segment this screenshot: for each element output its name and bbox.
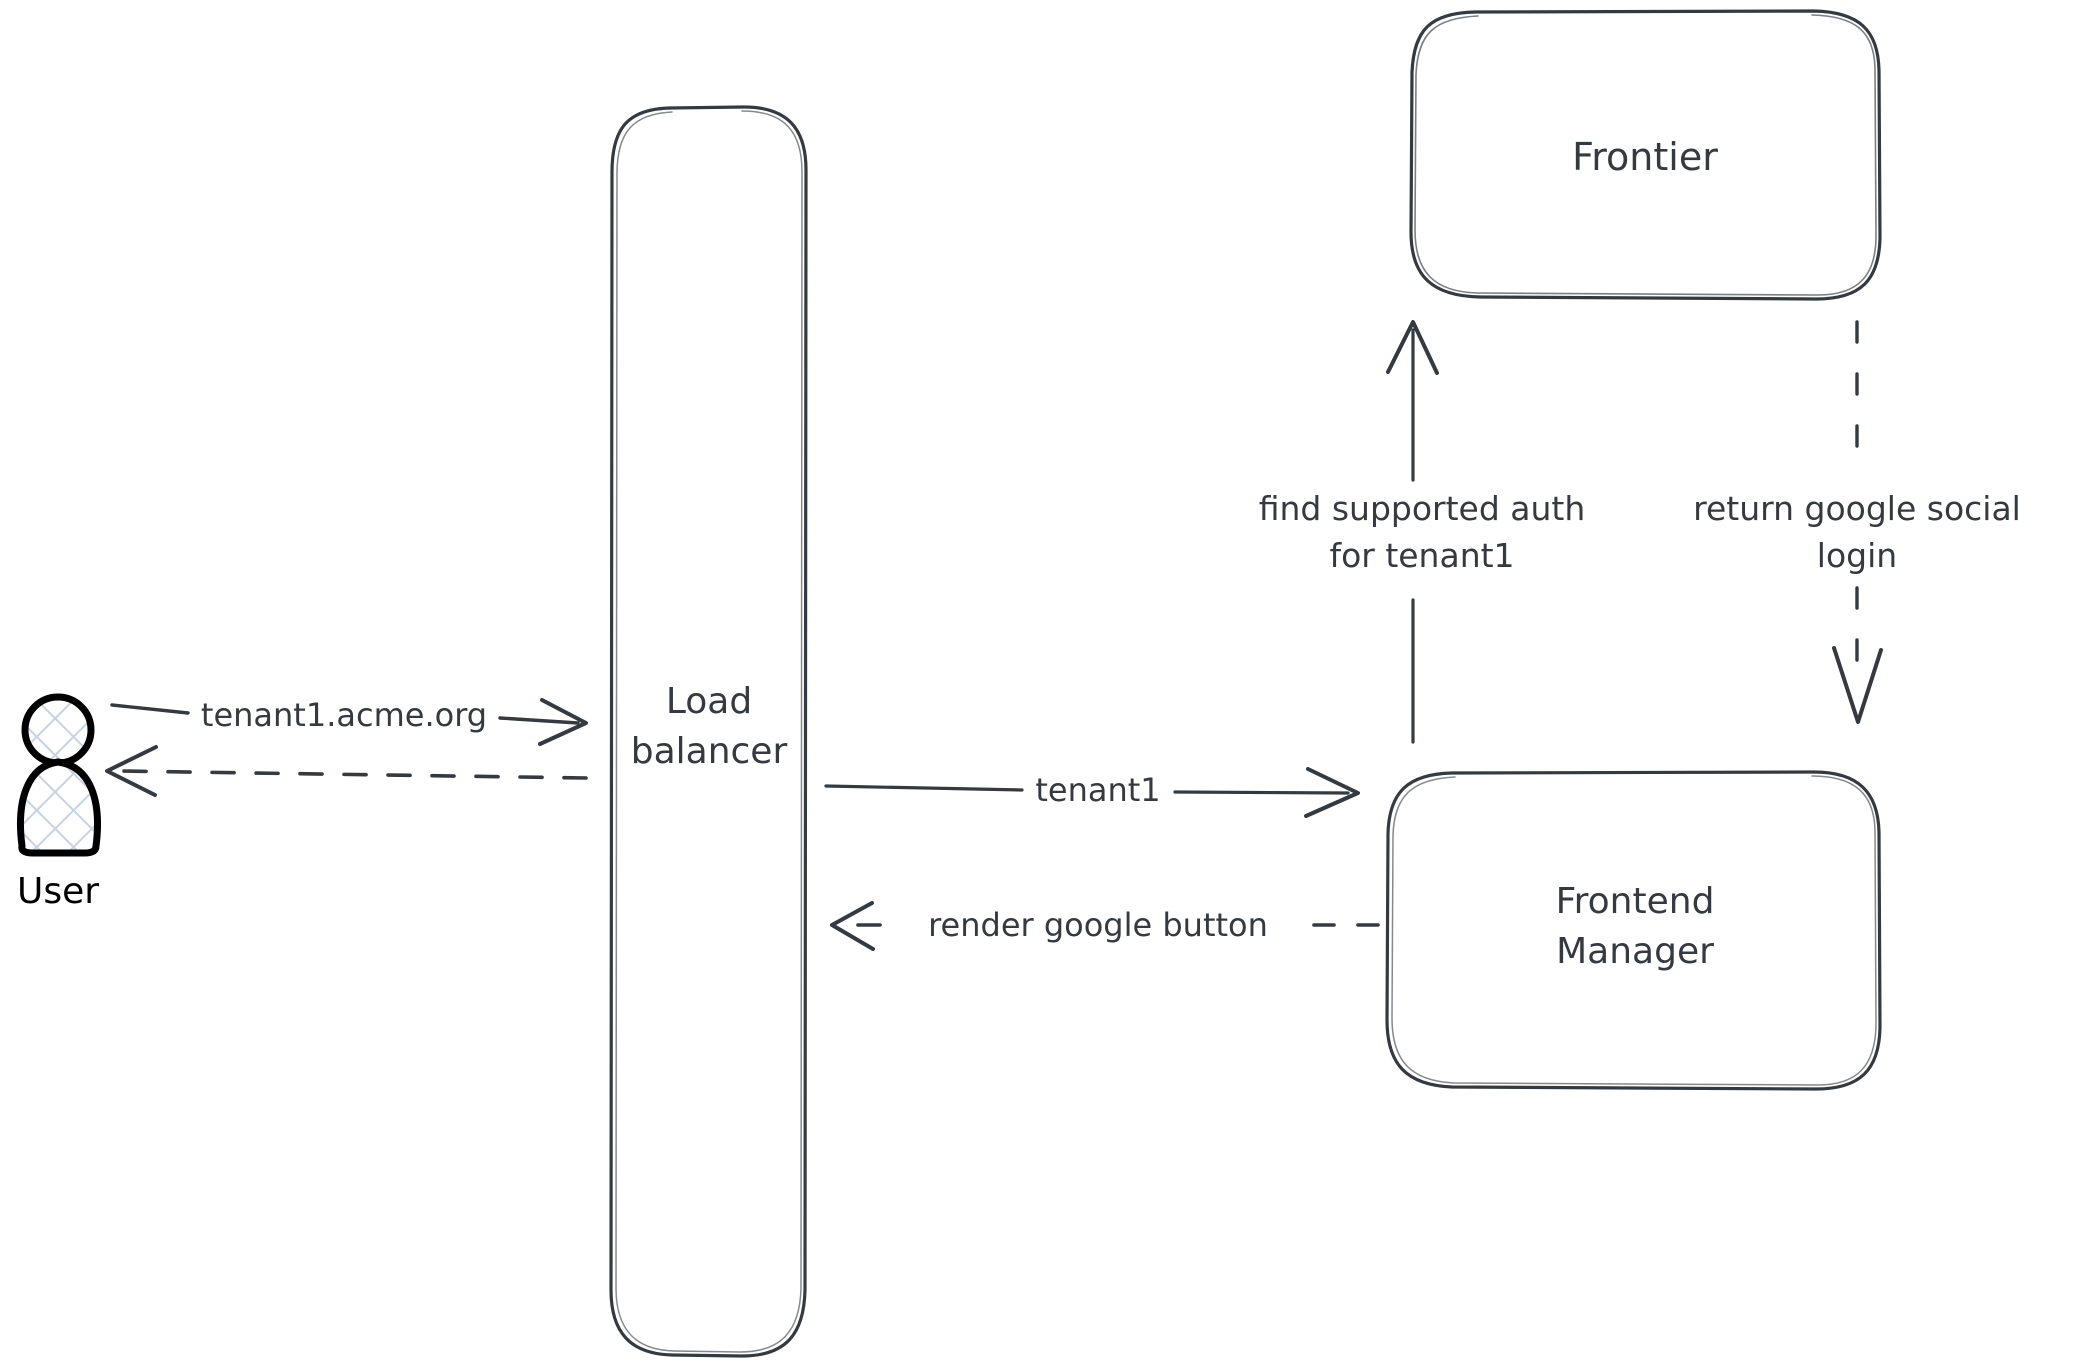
frontend-manager-label-line2: Manager xyxy=(1556,931,1714,972)
edge-e2-dashed-line xyxy=(118,769,588,780)
edge-load-balancer-to-frontend-manager[interactable]: tenant1 xyxy=(824,767,1360,818)
edge-e6-arrowhead xyxy=(1832,646,1883,724)
user-label: User xyxy=(17,871,99,912)
edge-e5-label-line1: find supported auth xyxy=(1259,489,1586,528)
edge-e6-label-line1: return google social xyxy=(1693,489,2021,528)
edge-e5-label-line2: for tenant1 xyxy=(1329,536,1514,575)
edge-e4-arrowhead xyxy=(830,901,875,951)
edge-frontier-to-frontend-manager[interactable]: return google social login xyxy=(1693,320,2021,724)
edge-load-balancer-to-user[interactable] xyxy=(105,745,588,797)
node-frontend-manager[interactable]: Frontend Manager xyxy=(1385,770,1882,1091)
load-balancer-label-line1: Load xyxy=(666,681,752,722)
edge-e3-label: tenant1 xyxy=(1035,771,1160,809)
edge-e1-label: tenant1.acme.org xyxy=(201,696,487,734)
frontend-manager-label-line1: Frontend xyxy=(1556,881,1715,922)
frontier-box-outline xyxy=(1409,9,1882,301)
edge-e3-arrowhead xyxy=(1304,767,1360,818)
node-load-balancer[interactable]: Load balancer xyxy=(609,105,808,1358)
frontier-label: Frontier xyxy=(1572,135,1718,179)
edge-e1-line-right xyxy=(498,716,580,725)
load-balancer-box-outline xyxy=(609,105,808,1358)
frontend-manager-box-outline xyxy=(1385,770,1882,1091)
user-body-icon xyxy=(17,758,101,857)
node-frontier[interactable]: Frontier xyxy=(1409,9,1882,301)
edge-e1-arrowhead xyxy=(538,698,588,746)
load-balancer-label-line2: balancer xyxy=(631,731,788,772)
edge-e1-line-left xyxy=(110,703,190,715)
load-balancer-box-sketch-stroke xyxy=(615,110,803,1353)
edge-e3-line-right xyxy=(1173,790,1350,795)
user-head-icon xyxy=(21,693,95,767)
edge-user-to-load-balancer[interactable]: tenant1.acme.org xyxy=(110,696,588,746)
frontier-box-sketch-stroke xyxy=(1414,14,1877,296)
edge-e6-label-line2: login xyxy=(1817,536,1897,575)
edge-e3-line-left xyxy=(824,784,1024,792)
edge-frontend-manager-to-load-balancer[interactable]: render google button xyxy=(830,901,1380,951)
frontend-manager-box-sketch-stroke xyxy=(1391,775,1877,1086)
edge-e4-label: render google button xyxy=(928,906,1268,944)
edge-e2-arrowhead xyxy=(105,745,158,797)
edge-frontend-manager-to-frontier[interactable]: find supported auth for tenant1 xyxy=(1259,320,1586,744)
edge-e5-arrowhead xyxy=(1386,320,1439,375)
actor-user[interactable]: User xyxy=(17,693,101,912)
